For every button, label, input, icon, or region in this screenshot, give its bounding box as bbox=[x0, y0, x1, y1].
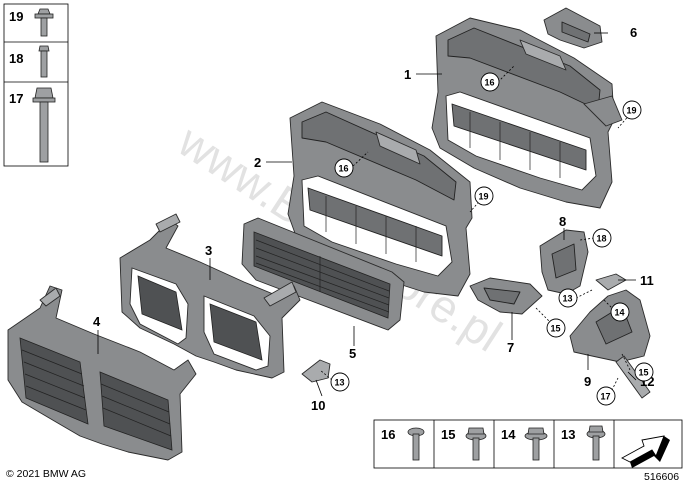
part-4-kidney-grille[interactable] bbox=[7, 285, 197, 461]
part-5-active-grille-shutter[interactable] bbox=[241, 217, 405, 331]
callout-4[interactable]: 4 bbox=[93, 314, 101, 329]
legend-13[interactable]: 13 bbox=[561, 427, 575, 442]
legend-18[interactable]: 18 bbox=[9, 51, 23, 66]
callout-11[interactable]: 11 bbox=[640, 273, 654, 288]
part-3-kidney-grille-carrier[interactable] bbox=[119, 213, 301, 379]
circle-19-mid[interactable]: 19 bbox=[479, 192, 489, 202]
part-11-bracket[interactable] bbox=[595, 273, 627, 291]
left-fastener-legend: 19 18 17 bbox=[3, 3, 69, 167]
collar-screw-icon bbox=[586, 425, 606, 461]
legend-16[interactable]: 16 bbox=[381, 427, 395, 442]
circle-13-bottom[interactable]: 13 bbox=[335, 378, 345, 388]
bottom-fastener-legend: 16 15 14 13 bbox=[373, 419, 683, 469]
legend-14[interactable]: 14 bbox=[501, 427, 516, 442]
hex-flange-screw-icon bbox=[465, 427, 487, 461]
leader-lines bbox=[97, 32, 637, 397]
circle-16-mid[interactable]: 16 bbox=[339, 164, 349, 174]
circle-13-right[interactable]: 13 bbox=[563, 294, 573, 304]
circle-15-right[interactable]: 15 bbox=[639, 368, 649, 378]
callout-3[interactable]: 3 bbox=[205, 243, 212, 258]
circle-14[interactable]: 14 bbox=[615, 308, 625, 318]
callout-8[interactable]: 8 bbox=[559, 214, 566, 229]
callout-7[interactable]: 7 bbox=[507, 340, 514, 355]
torx-screw-icon bbox=[407, 427, 425, 461]
circle-16-top[interactable]: 16 bbox=[485, 78, 495, 88]
bolt-long-icon bbox=[32, 87, 56, 163]
legend-17[interactable]: 17 bbox=[9, 91, 23, 106]
callout-6[interactable]: 6 bbox=[630, 25, 637, 40]
circle-19-top[interactable]: 19 bbox=[627, 106, 637, 116]
circle-18[interactable]: 18 bbox=[597, 234, 607, 244]
callout-5[interactable]: 5 bbox=[349, 346, 356, 361]
circle-15-left[interactable]: 15 bbox=[551, 324, 561, 334]
part-9-lower-air-duct[interactable] bbox=[569, 289, 651, 363]
diagram-id: 516606 bbox=[644, 471, 679, 483]
callout-10[interactable]: 10 bbox=[311, 398, 325, 413]
part-8-air-guide[interactable] bbox=[539, 229, 589, 295]
part-2-radiator-frame-front[interactable] bbox=[287, 101, 473, 297]
washer-screw-icon bbox=[524, 427, 548, 461]
callout-2[interactable]: 2 bbox=[254, 155, 261, 170]
arrow-direction-icon bbox=[621, 435, 670, 468]
part-10-bracket[interactable] bbox=[301, 359, 331, 383]
fastener-callouts: 16 16 19 19 18 13 13 14 15 15 17 bbox=[330, 72, 654, 406]
callout-9[interactable]: 9 bbox=[584, 374, 591, 389]
part-7-air-duct[interactable] bbox=[469, 277, 543, 315]
screw-medium-icon bbox=[38, 45, 50, 78]
part-labels: 1 6 2 3 4 5 7 8 9 10 11 12 bbox=[93, 25, 654, 413]
part-6-bracket[interactable] bbox=[543, 7, 603, 49]
legend-15[interactable]: 15 bbox=[441, 427, 455, 442]
copyright: © 2021 BMW AG bbox=[6, 468, 86, 480]
circle-17[interactable]: 17 bbox=[601, 392, 611, 402]
screw-short-icon bbox=[34, 8, 54, 37]
legend-19[interactable]: 19 bbox=[9, 9, 23, 24]
callout-1[interactable]: 1 bbox=[404, 67, 411, 82]
part-1-radiator-frame-rear[interactable] bbox=[431, 17, 623, 209]
